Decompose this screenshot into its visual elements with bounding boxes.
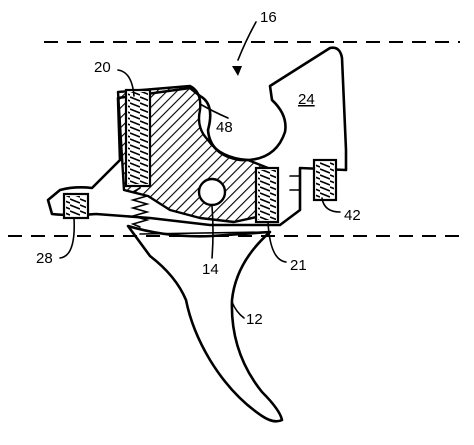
- screw-42-thread: [316, 162, 334, 198]
- leader-42: [321, 197, 341, 213]
- leader-16: [237, 21, 257, 61]
- screw-20-thread: [128, 92, 148, 184]
- label-12: 12: [246, 311, 263, 328]
- leader-48: [199, 103, 229, 119]
- label-24: 24: [298, 91, 315, 108]
- leader-28: [59, 217, 76, 259]
- trigger-top-edge: [139, 231, 271, 235]
- label-16: 16: [260, 9, 277, 26]
- label-21: 21: [290, 257, 307, 274]
- trigger-blade: [126, 224, 284, 423]
- pivot-pin-hole: [197, 177, 227, 207]
- label-42: 42: [344, 207, 361, 224]
- label-14: 14: [202, 261, 219, 278]
- housing-detail: [289, 175, 301, 191]
- label-28: 28: [36, 250, 53, 267]
- leader-21: [267, 221, 287, 263]
- label-20: 20: [94, 59, 111, 76]
- arrow-16: [232, 66, 242, 76]
- leader-12: [231, 301, 245, 319]
- leader-14: [211, 205, 214, 259]
- screw-21-thread: [258, 170, 276, 220]
- coil-spring: [130, 187, 150, 228]
- leader-20: [117, 69, 135, 97]
- screw-28-thread: [66, 196, 86, 216]
- label-48: 48: [216, 119, 233, 136]
